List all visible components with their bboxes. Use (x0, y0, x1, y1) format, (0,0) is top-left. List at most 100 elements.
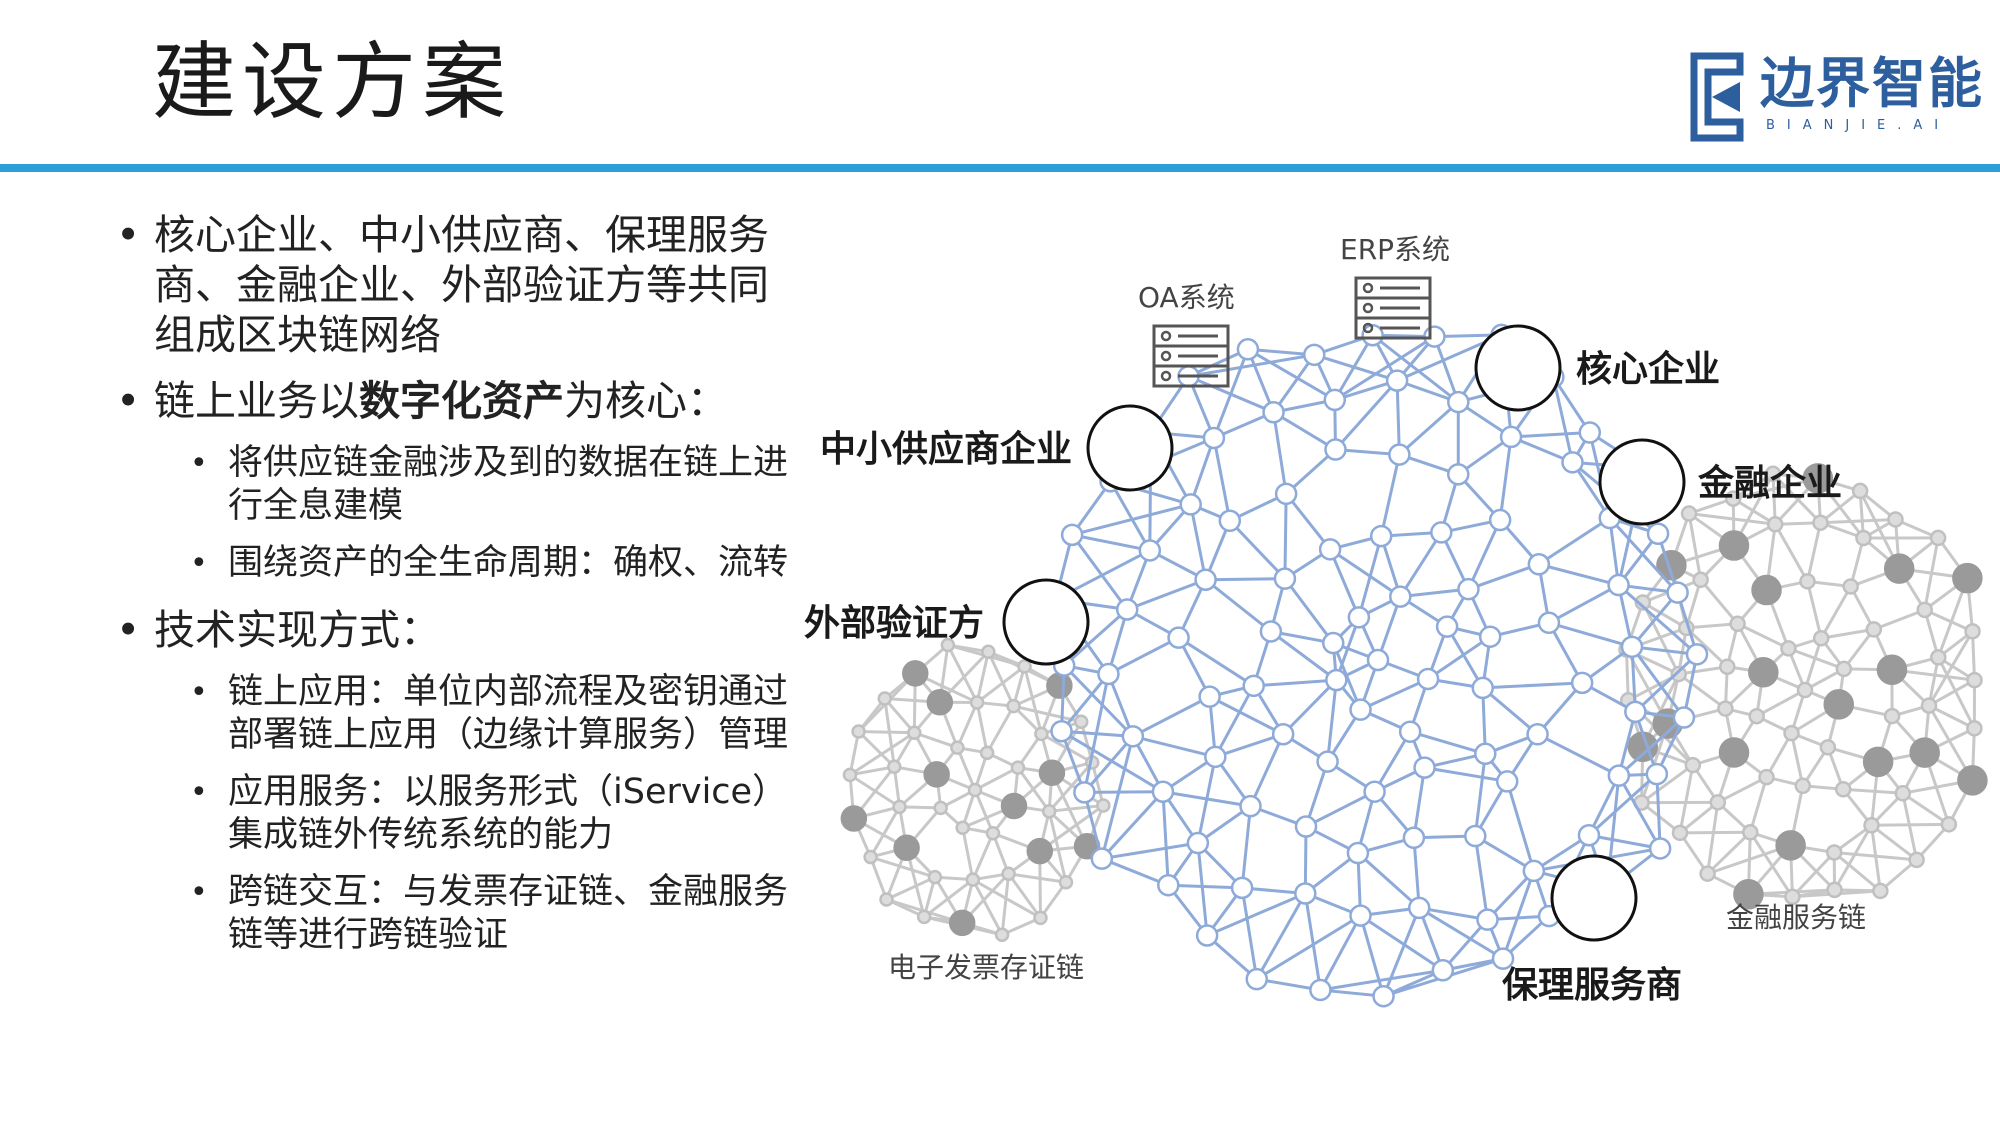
mesh-link (1255, 914, 1362, 981)
mesh-node (1121, 725, 1145, 748)
mesh-node (1819, 739, 1837, 756)
mesh-node (1526, 723, 1549, 746)
mesh-node (1826, 881, 1843, 899)
mesh-link (1063, 664, 1134, 738)
mesh-node (893, 834, 920, 862)
mesh-node (1006, 698, 1021, 714)
mesh-link (1536, 681, 1584, 736)
mesh-node (969, 695, 985, 710)
mesh-node (1000, 792, 1028, 820)
mesh-link (1126, 578, 1207, 611)
mesh-node (1060, 523, 1084, 547)
mesh-node (1151, 780, 1175, 803)
mesh-link (1326, 679, 1338, 762)
mesh-node (1495, 770, 1519, 793)
mesh-node (1058, 875, 1074, 890)
mesh-node (1527, 553, 1551, 576)
mesh-node (1157, 873, 1180, 897)
mesh-link (1843, 787, 1903, 795)
mesh-link (1617, 583, 1699, 656)
mesh-node (1239, 794, 1262, 818)
mesh-node (1872, 882, 1889, 900)
sub-bullet-cross-chain: 跨链交互：与发票存证链、金融服务链等进行跨链验证 (110, 871, 800, 957)
mesh-link (1706, 831, 1752, 875)
mesh-node (979, 745, 995, 761)
mesh-link (1870, 824, 1918, 862)
mesh-link (1820, 627, 1875, 640)
mesh-link (1049, 804, 1104, 813)
mesh-link (1313, 353, 1398, 383)
mesh-node (1499, 425, 1523, 449)
mesh-link (1208, 695, 1284, 736)
mesh-link (1679, 830, 1751, 835)
mesh-node (1733, 879, 1764, 910)
external-verifier-label: 外部验证方 (804, 603, 985, 644)
mesh-node (1073, 781, 1096, 804)
mesh-link (1901, 792, 1950, 826)
finance-enterprise-label: 金融企业 (1698, 463, 1843, 504)
mesh-link (1833, 851, 1882, 893)
mesh-node (1471, 676, 1495, 700)
mesh-node (981, 644, 996, 659)
logo-subtitle: BIANJIE.AI (1766, 118, 1951, 133)
mesh-link (1272, 353, 1316, 414)
mesh-node (1883, 553, 1915, 584)
mesh-link (858, 730, 915, 735)
mesh-link (1587, 772, 1658, 837)
mesh-node (927, 869, 943, 885)
mesh-link (1247, 347, 1336, 402)
mesh-link (1677, 672, 1727, 710)
mesh-node (1273, 567, 1297, 590)
mesh-link (1214, 685, 1256, 758)
mesh-node (950, 740, 965, 755)
mesh-link (1162, 790, 1251, 808)
mesh-node (1413, 756, 1436, 779)
bullet-tech-implementation: 技术实现方式： (110, 605, 800, 655)
mesh-node (1271, 722, 1295, 746)
mesh-link (1189, 504, 1208, 581)
mesh-link (1382, 907, 1421, 997)
mesh-link (1473, 835, 1489, 920)
mesh-link (1617, 716, 1685, 777)
mesh-node (1236, 338, 1260, 361)
header-divider (0, 164, 2000, 172)
mesh-link (1082, 673, 1110, 793)
mesh-node (1447, 390, 1470, 414)
bullet-list: 核心企业、中小供应商、保理服务商、金融企业、外部验证方等共同组成区块链网络 链上… (110, 210, 800, 971)
mesh-link (1359, 914, 1444, 972)
mesh-link (1790, 732, 1805, 787)
company-logo: 边界智能 BIANJIE.AI (1690, 52, 1982, 152)
mesh-link (1849, 537, 1865, 587)
finance-service-chain-label: 金融服务链 (1726, 901, 1867, 934)
mesh-link (1749, 831, 1794, 898)
mesh-link (1063, 608, 1129, 667)
mesh-link (1617, 774, 1662, 850)
mesh-node (1908, 851, 1925, 869)
mesh-link (849, 765, 895, 777)
mesh-node (1010, 760, 1026, 775)
mesh-node (1764, 465, 1782, 483)
mesh-node (967, 782, 983, 798)
mesh-link (1359, 677, 1429, 712)
mesh-node (877, 691, 893, 706)
mesh-node (1717, 700, 1734, 717)
mesh-link (1303, 893, 1322, 991)
mesh-node (1366, 648, 1390, 672)
mesh-link (1070, 533, 1129, 611)
mesh-link (1928, 704, 1976, 730)
mesh-node (1670, 665, 1687, 683)
mesh-link (1305, 790, 1376, 828)
node-factoring-provider (1550, 854, 1638, 942)
oa-system-label: OA系统 (1138, 281, 1235, 314)
mesh-node (1748, 657, 1779, 688)
mesh-link (1189, 437, 1216, 505)
mesh-node (1952, 562, 1983, 594)
mesh-node (1577, 823, 1601, 847)
mesh-node (1431, 959, 1455, 982)
mesh-node (926, 688, 954, 716)
mesh-node (1718, 530, 1750, 561)
mesh-link (1445, 625, 1485, 689)
invoice-chain-label: 电子发票存证链 (888, 951, 1085, 984)
mesh-node (907, 725, 922, 740)
mesh-node (1719, 658, 1736, 675)
